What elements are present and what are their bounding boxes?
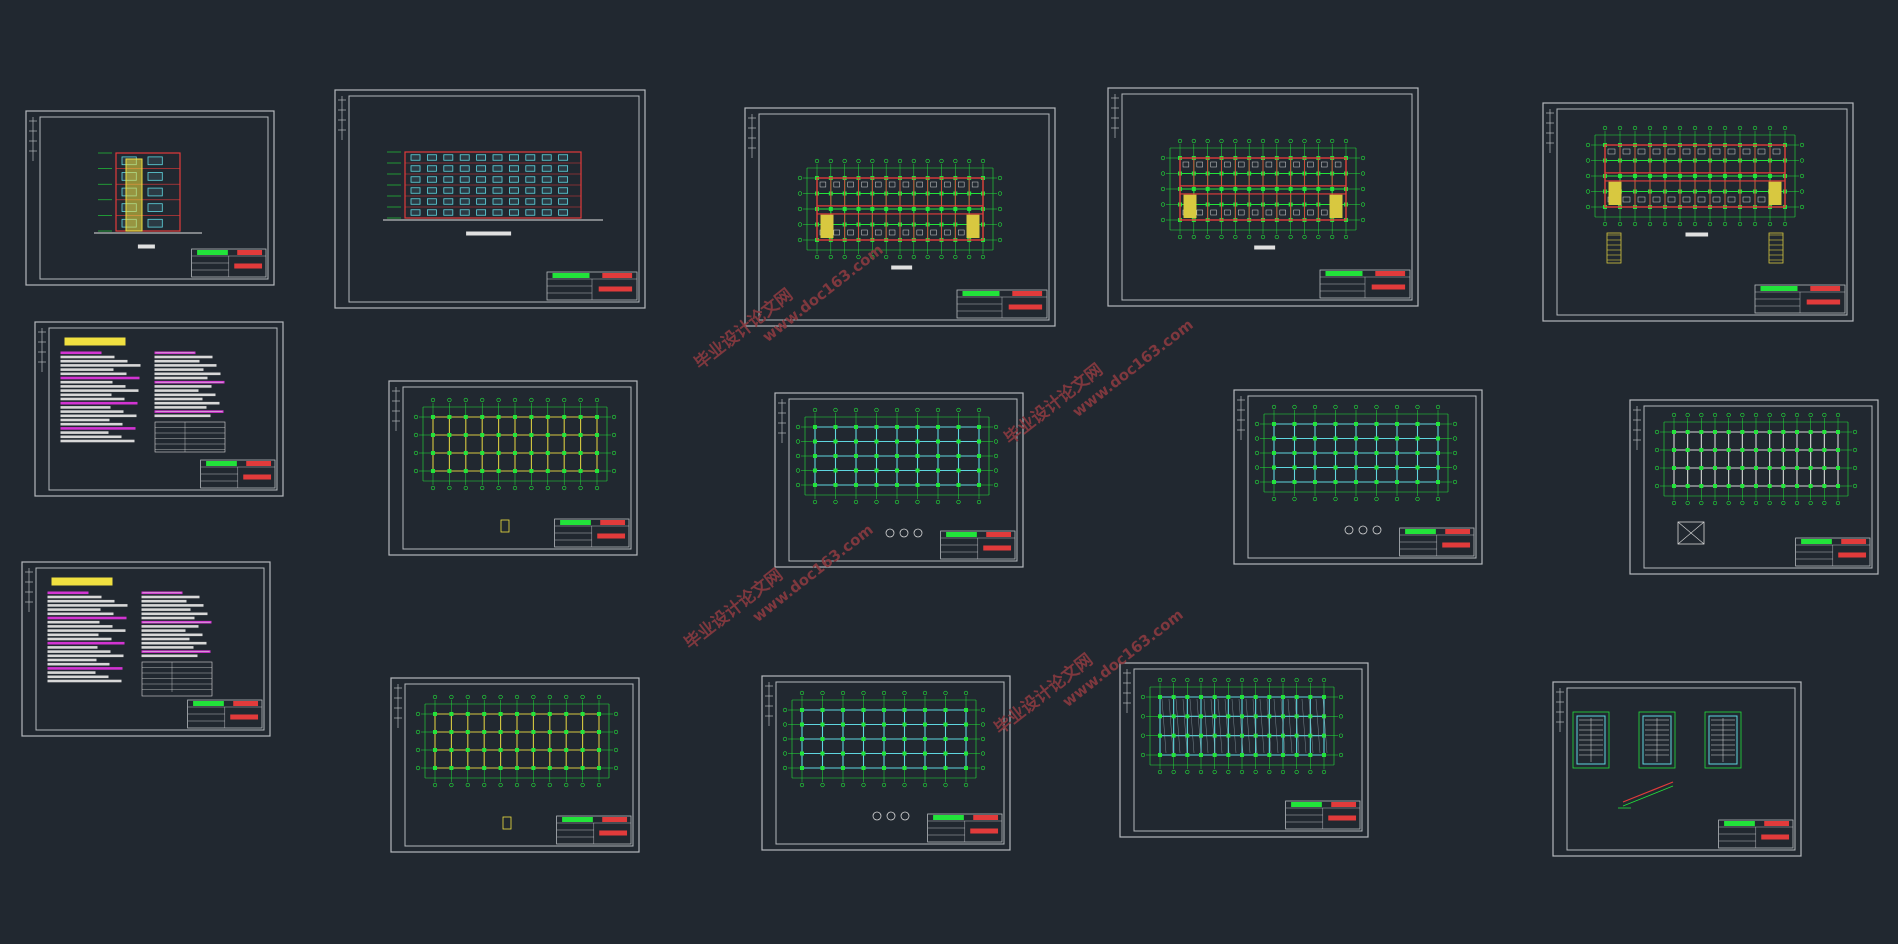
title-block xyxy=(1795,537,1871,567)
drawing-sheet-s15[interactable] xyxy=(1552,681,1802,857)
title-block xyxy=(556,815,632,845)
drawing-sheet-s7[interactable] xyxy=(388,380,638,556)
title-block xyxy=(546,271,638,301)
title-block xyxy=(191,248,267,278)
title-block xyxy=(1399,527,1475,557)
title-block xyxy=(187,699,263,729)
stair-section xyxy=(1618,781,1674,809)
title-block xyxy=(927,813,1003,843)
drawing-sheet-s12[interactable] xyxy=(390,677,640,853)
title-block xyxy=(200,459,276,489)
title-block xyxy=(554,518,630,548)
title-block xyxy=(1285,800,1361,830)
drawing-sheet-s1[interactable] xyxy=(25,110,275,286)
title-block xyxy=(940,530,1016,560)
drawing-sheet-s6[interactable] xyxy=(34,321,284,497)
title-block xyxy=(1718,819,1794,849)
drawing-sheet-s9[interactable] xyxy=(1233,389,1483,565)
drawing-sheet-s4[interactable] xyxy=(1107,87,1419,307)
drawing-sheet-s14[interactable] xyxy=(1119,662,1369,838)
drawing-sheet-s11[interactable] xyxy=(21,561,271,737)
title-block xyxy=(1754,284,1846,314)
title-block xyxy=(1319,269,1411,299)
drawing-sheet-s3[interactable] xyxy=(744,107,1056,327)
drawing-sheet-s8[interactable] xyxy=(774,392,1024,568)
drawing-sheet-s2[interactable] xyxy=(334,89,646,309)
drawing-sheet-s13[interactable] xyxy=(761,675,1011,851)
drawing-sheet-s5[interactable] xyxy=(1542,102,1854,322)
drawing-sheet-s10[interactable] xyxy=(1629,399,1879,575)
title-block xyxy=(956,289,1048,319)
drawing-sheets xyxy=(21,87,1879,857)
